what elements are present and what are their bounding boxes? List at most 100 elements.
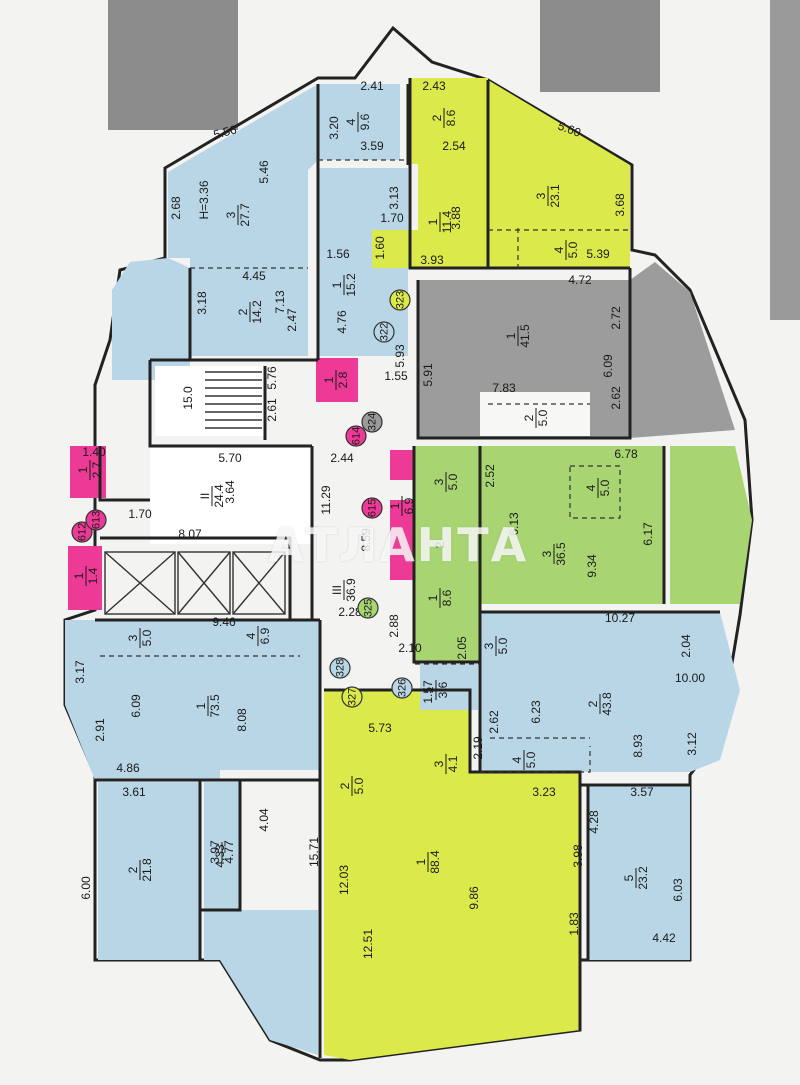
room-label-r-stair: 15.0 bbox=[181, 386, 195, 410]
dimension-label: 10.00 bbox=[675, 671, 705, 685]
room-label-r-hall: II24.4 bbox=[198, 484, 226, 508]
room-label-r-grey-1: 141.5 bbox=[504, 324, 532, 348]
dimension-label: 8.07 bbox=[178, 527, 202, 541]
dimension-label: 2.43 bbox=[422, 79, 446, 93]
dimension-label: 2.62 bbox=[487, 710, 501, 734]
dimension-label: 5.93 bbox=[393, 344, 407, 368]
dimension-label: 2.68 bbox=[169, 196, 183, 220]
dimension-label: 3.64 bbox=[223, 480, 237, 504]
room-fill-y2 bbox=[410, 78, 488, 164]
dimension-label: 4.72 bbox=[568, 273, 592, 287]
dimension-label: 3.68 bbox=[613, 193, 627, 217]
room-fill-green-top bbox=[414, 446, 480, 512]
dimension-label: 5.56 bbox=[212, 122, 238, 142]
dimension-label: 2.10 bbox=[398, 641, 422, 655]
pink-box-1 bbox=[316, 358, 358, 402]
dimension-label: 15.71 bbox=[307, 837, 321, 867]
marker-label-323: 323 bbox=[395, 291, 407, 309]
room-fill-bl-arc bbox=[204, 910, 318, 1055]
dimension-label: 3.57 bbox=[630, 785, 654, 799]
room-labels: 327.749.6214.2115.215.028.6323.1111.445.… bbox=[72, 108, 650, 890]
dimension-label: 8.93 bbox=[631, 734, 645, 758]
dimension-label: 5.70 bbox=[218, 451, 242, 465]
room-label-r-top-big: 327.7 bbox=[224, 203, 252, 227]
room-label-r-hall-small: 12.7 bbox=[76, 461, 104, 478]
room-fill-green-3 bbox=[480, 446, 664, 604]
room-fill-top-small bbox=[318, 84, 400, 160]
room-label-r-g-3: 336.5 bbox=[540, 542, 568, 566]
dimension-label: 3.93 bbox=[420, 253, 444, 267]
marker-circle-324 bbox=[361, 411, 383, 433]
dimension-label: 2.41 bbox=[360, 79, 384, 93]
dimension-label: 1.70 bbox=[128, 507, 152, 521]
dimension-label: 8.59 bbox=[359, 528, 373, 552]
dimension-label: 6.09 bbox=[601, 354, 615, 378]
dimension-label: 12.51 bbox=[361, 929, 375, 959]
room-fill-br-1 bbox=[420, 664, 478, 710]
marker-circle-615 bbox=[361, 497, 383, 519]
dimension-label: 5.91 bbox=[421, 363, 435, 387]
marker-label-613: 613 bbox=[91, 511, 103, 529]
dimension-label: 1.55 bbox=[384, 369, 408, 383]
dimension-label: 6.78 bbox=[614, 447, 638, 461]
marker-circle-612 bbox=[71, 521, 93, 543]
room-fill-green-bay bbox=[670, 446, 752, 604]
room-label-r-g-3b: 35.0 bbox=[432, 473, 460, 490]
room-fill-grey-bay bbox=[630, 262, 735, 438]
room-label-r-pink-3: 16.9 bbox=[388, 497, 416, 514]
room-fill-bl-1 bbox=[65, 620, 320, 780]
marker-circle-323 bbox=[389, 289, 411, 311]
scan-shade-edge bbox=[770, 0, 800, 320]
dimension-label: 2.04 bbox=[679, 634, 693, 658]
dimension-label: 3.59 bbox=[360, 139, 384, 153]
room-label-r-br-5: 523.2 bbox=[622, 866, 650, 890]
dimension-label: 2.72 bbox=[609, 306, 623, 330]
dimension-label: 11.29 bbox=[319, 485, 333, 514]
pink-box-4 bbox=[390, 450, 414, 480]
room-fill-y3 bbox=[488, 80, 630, 268]
dimension-label: 2.28 bbox=[338, 605, 362, 619]
room-label-r-pink-2: 11.4 bbox=[72, 567, 100, 584]
dimension-label: 1.83 bbox=[567, 912, 581, 936]
room-label-r-top-room2: 214.2 bbox=[236, 300, 264, 324]
marker-label-615: 615 bbox=[367, 499, 379, 517]
dimension-label: 7.13 bbox=[273, 290, 287, 314]
room-fill-top-room2 bbox=[190, 268, 308, 356]
marker-label-612: 612 bbox=[77, 523, 89, 541]
dimension-label: 12.03 bbox=[337, 865, 351, 895]
marker-circle-327 bbox=[341, 686, 363, 708]
room-label-r-grey-2: 25.0 bbox=[522, 409, 550, 426]
room-label-r-bl-3: 35.0 bbox=[126, 629, 154, 646]
marker-label-324: 324 bbox=[367, 413, 379, 431]
room-fill-yb-1 bbox=[324, 690, 580, 1060]
room-fill-bl-2 bbox=[98, 782, 200, 960]
dimension-label: 3.61 bbox=[122, 785, 146, 799]
room-label-r-g-2: 2 bbox=[433, 541, 447, 548]
dimension-label: 3.13 bbox=[387, 186, 401, 210]
dimension-label: 2.91 bbox=[93, 718, 107, 742]
room-label-r-br-2: 243.8 bbox=[586, 692, 614, 716]
dimension-label: 1.70 bbox=[380, 211, 404, 225]
dimension-label: 2.05 bbox=[455, 636, 469, 660]
dimension-label: 5.76 bbox=[265, 366, 279, 390]
dimension-label: 4.76 bbox=[335, 310, 349, 334]
dimension-label: 5.46 bbox=[257, 160, 271, 184]
elevator-shafts bbox=[104, 551, 286, 615]
room-fill-grey-2 bbox=[480, 392, 590, 436]
scan-shade-left bbox=[108, 0, 238, 130]
dimension-label: 9.46 bbox=[212, 615, 236, 629]
dimension-label: 10.27 bbox=[605, 611, 635, 625]
room-label-r-bl-2: 221.8 bbox=[126, 858, 154, 882]
dimension-label: 3.88 bbox=[449, 206, 463, 230]
dimension-label: 1.60 bbox=[373, 236, 387, 260]
dimension-label: H=3.36 bbox=[197, 180, 211, 219]
room-fill-green-1 bbox=[414, 512, 480, 662]
room-label-r-bl-4: 46.9 bbox=[244, 627, 272, 644]
dimension-label: 4.04 bbox=[257, 808, 271, 832]
room-label-r-br-3: 35.0 bbox=[482, 637, 510, 654]
room-label-r-g-1: 18.6 bbox=[426, 589, 454, 606]
marker-circle-328 bbox=[329, 657, 351, 679]
marker-label-326: 326 bbox=[397, 679, 409, 697]
